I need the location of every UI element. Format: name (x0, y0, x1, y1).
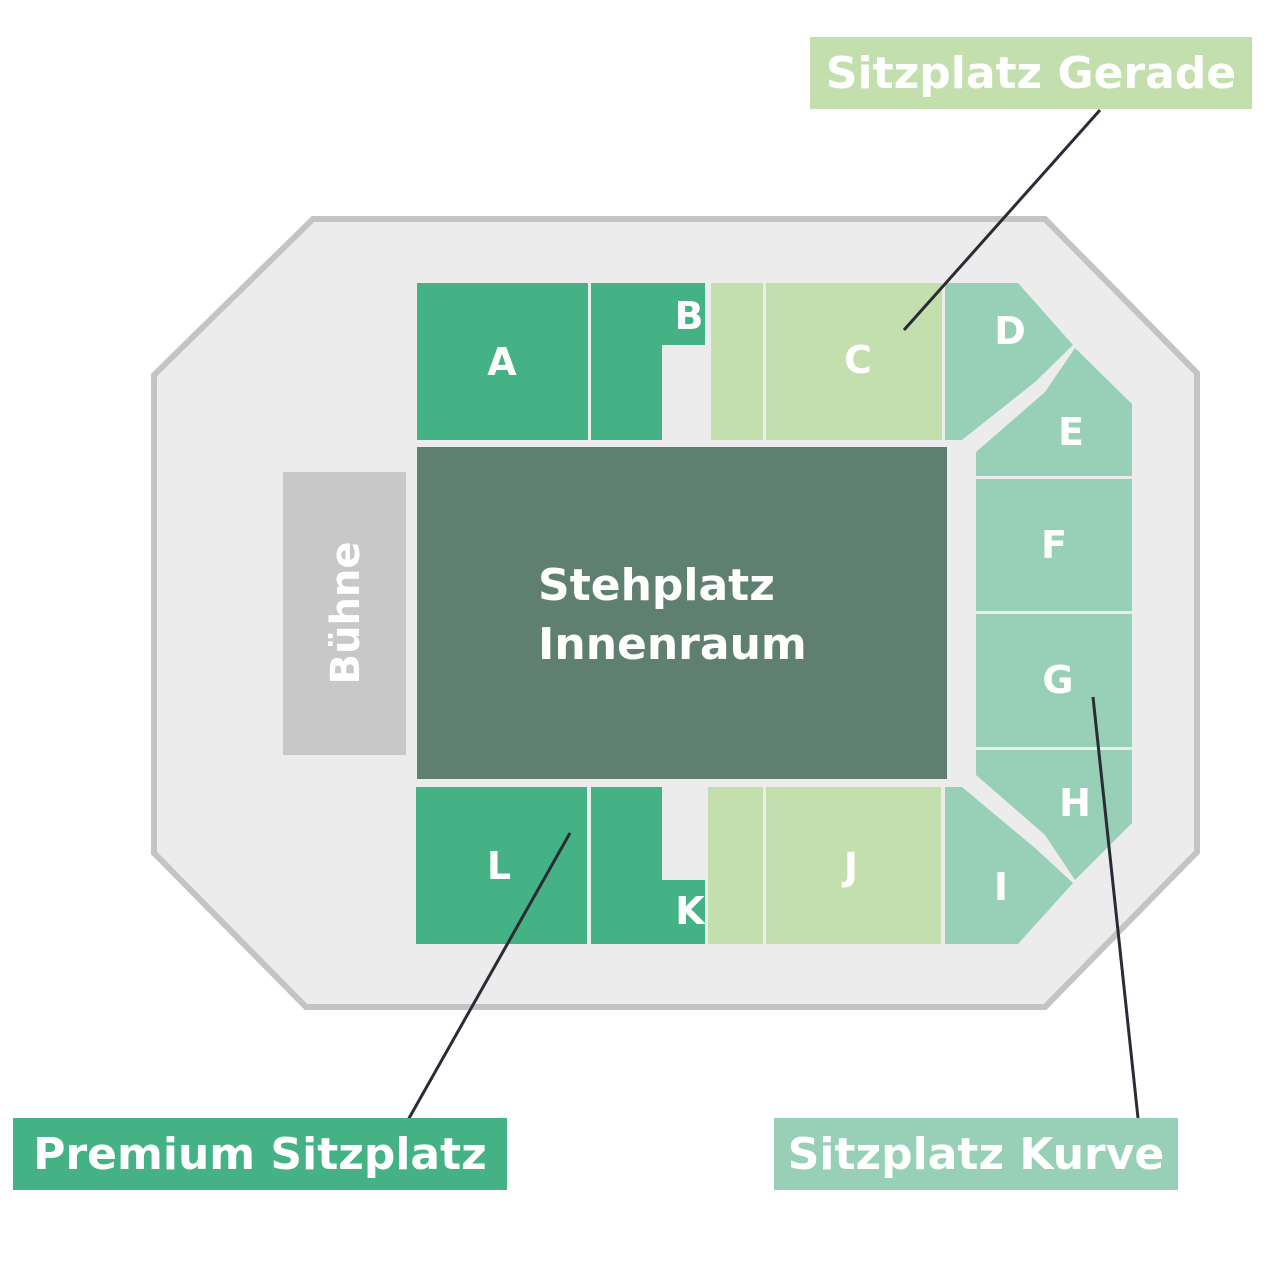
section-c-label: C (844, 338, 872, 382)
legend-sitzplatz-kurve: Sitzplatz Kurve (774, 1118, 1178, 1190)
section-c-left[interactable] (711, 283, 763, 440)
section-d[interactable] (945, 283, 1073, 440)
legend-sitzplatz-gerade-label: Sitzplatz Gerade (825, 47, 1237, 99)
legend-premium-sitzplatz-label: Premium Sitzplatz (33, 1128, 487, 1180)
section-a[interactable] (417, 283, 588, 440)
section-i-label: I (994, 865, 1008, 909)
legend-sitzplatz-gerade: Sitzplatz Gerade (810, 37, 1252, 109)
section-h-label: H (1059, 781, 1091, 825)
leader-line-kurve (1091, 696, 1140, 1119)
section-b-label: B (675, 294, 704, 338)
leader-line-premium (406, 832, 572, 1121)
section-h[interactable] (976, 750, 1132, 880)
legend-premium-sitzplatz: Premium Sitzplatz (13, 1118, 507, 1190)
section-e-label: E (1058, 410, 1084, 454)
floor-standing-area[interactable] (417, 447, 947, 779)
section-j-left[interactable] (708, 787, 763, 944)
section-c[interactable] (766, 283, 942, 440)
section-k[interactable] (591, 787, 705, 944)
stage-label: Bühne (323, 541, 369, 684)
section-g[interactable] (976, 614, 1132, 747)
section-l-label: L (487, 844, 511, 888)
section-f-label: F (1041, 523, 1067, 567)
section-d-label: D (994, 309, 1026, 353)
stage (283, 472, 406, 755)
leader-line-gerade (902, 109, 1102, 331)
floor-label-line1: Stehplatz (538, 560, 775, 611)
section-e[interactable] (976, 348, 1132, 476)
section-f[interactable] (976, 479, 1132, 611)
section-k-label: K (675, 889, 706, 933)
section-a-label: A (487, 340, 517, 384)
section-l[interactable] (416, 787, 587, 944)
legend-sitzplatz-kurve-label: Sitzplatz Kurve (787, 1128, 1165, 1180)
section-j[interactable] (766, 787, 941, 944)
section-j-label: J (841, 845, 858, 889)
section-i[interactable] (945, 787, 1073, 944)
section-g-label: G (1042, 658, 1073, 702)
floor-label-line2: Innenraum (538, 619, 807, 670)
section-b[interactable] (591, 283, 705, 440)
